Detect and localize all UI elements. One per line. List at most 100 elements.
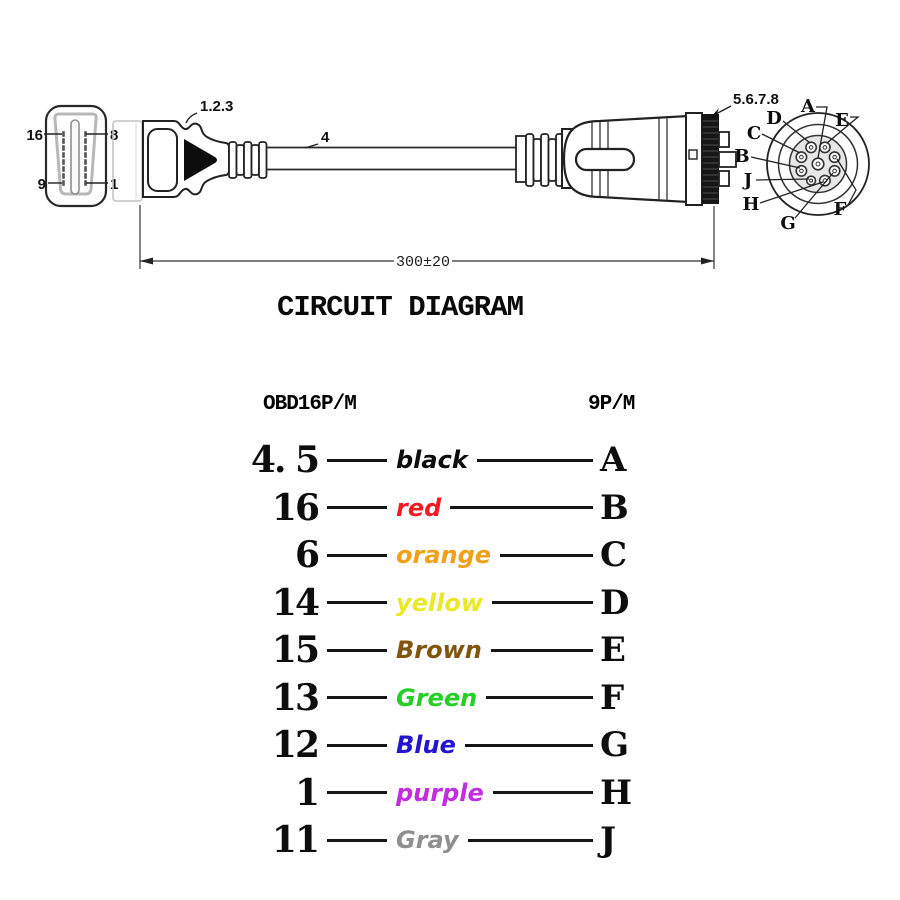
deutsch-pin-letter: H	[600, 772, 633, 813]
obd-pin-number: 11	[271, 819, 320, 861]
obd-pin-number: 14	[271, 581, 320, 624]
leader-cable	[304, 143, 319, 149]
left-column-header: OBD16P/M	[263, 393, 357, 416]
pin-letter-B: B	[734, 146, 749, 167]
obd-pins-callout: 1.2.3	[200, 98, 233, 115]
obd-pin-number: 6	[294, 534, 320, 576]
wiring-row: 11 Gray J	[240, 816, 616, 864]
wire-line-right	[476, 458, 593, 462]
j1939-rear-tabs	[718, 131, 737, 187]
obd-pin-number: 15	[271, 629, 320, 671]
obd16-pin-slots	[62, 131, 87, 186]
wire-line-left	[327, 553, 387, 557]
dimension-arrow-left	[140, 257, 153, 265]
wire-line-right	[490, 648, 593, 652]
round-pins-callout: 5.6.7.8	[733, 91, 779, 108]
obd-pin-number: 1	[294, 771, 320, 814]
deutsch-pin-letter: G	[600, 725, 630, 765]
face-pin-leaders	[750, 106, 860, 219]
obd16-face-inner-shell	[53, 112, 98, 196]
face-pins	[795, 141, 841, 187]
deutsch-pin-letter: J	[600, 820, 617, 860]
wire-color-label: Gray	[396, 826, 459, 854]
cable: 4	[266, 129, 518, 171]
dimension-arrow-right	[701, 257, 714, 265]
wire-line-right	[450, 506, 593, 509]
wiring-row: 15 Brown E	[240, 626, 626, 674]
dimension-value: 300±20	[396, 254, 450, 271]
wire-color-label: yellow	[396, 588, 484, 617]
obd-pin-number: 12	[271, 724, 320, 766]
wire-line-left	[327, 838, 387, 842]
j1939-side-view: 5.6.7.8	[515, 91, 779, 206]
obd16-face-view: 16 8 9 1	[26, 104, 118, 208]
leader-obd-pins	[185, 112, 198, 124]
deutsch-pin-letter: F	[600, 677, 625, 718]
wire-line-right	[492, 791, 593, 794]
right-column-header: 9P/M	[588, 393, 635, 416]
wire-color-label: black	[396, 446, 468, 474]
cable-technical-drawing: 16 8 9 1 1.2.3 4	[26, 91, 870, 271]
leader-round-pins-arrow	[710, 108, 719, 119]
wire: purple	[327, 781, 593, 805]
wire-color-label: red	[396, 493, 442, 522]
pin-letter-D: D	[766, 108, 782, 129]
j1939-knurl-texture	[703, 120, 718, 200]
wiring-row: 12 Blue G	[240, 721, 629, 769]
pin-letter-F: F	[834, 199, 847, 220]
wire: Blue	[327, 733, 593, 757]
deutsch-pin-letter: C	[600, 535, 628, 575]
deutsch-pin-letter: E	[600, 630, 626, 670]
wire-line-right	[486, 696, 593, 699]
wiring-row: 13 Green F	[240, 674, 624, 722]
wire-color-label: Green	[396, 683, 478, 712]
wire-line-right	[464, 743, 593, 747]
j1939-face-view: A D E C B J H G F	[734, 96, 870, 234]
wire-line-left	[327, 696, 387, 699]
wire-line-left	[327, 743, 387, 747]
wiring-row: 1 purple H	[240, 769, 632, 817]
obd-pin-number: 16	[271, 486, 320, 529]
obd16-housing-arrow-mark	[184, 139, 217, 181]
wire-line-right	[500, 553, 593, 557]
wire: red	[327, 496, 593, 520]
dimension-annotation: 300±20	[139, 205, 715, 271]
deutsch-pin-letter: A	[600, 440, 627, 480]
pin-letter-H: H	[742, 194, 759, 215]
obd16-housing-window	[147, 128, 178, 192]
wire-color-label: Blue	[396, 731, 456, 759]
obd16-pin9-label: 9	[38, 176, 46, 193]
wire-color-label: Brown	[396, 636, 482, 664]
j1939-cable-collar	[515, 135, 527, 183]
wire: black	[327, 448, 593, 472]
wire-line-left	[327, 601, 387, 604]
wire: yellow	[327, 591, 593, 615]
wiring-row: 14 yellow D	[240, 579, 630, 627]
pin-letter-J: J	[742, 170, 753, 191]
j1939-flange-latch	[688, 149, 698, 160]
wire-line-left	[327, 506, 387, 509]
wiring-row: 16 red B	[240, 484, 629, 532]
pin-letter-A: A	[800, 96, 816, 117]
obd16-pin16-label: 16	[26, 127, 43, 144]
wire-line-right	[492, 601, 593, 604]
pin-letter-C: C	[747, 123, 761, 144]
obd-pin-number: 4. 5	[250, 439, 320, 481]
obd-pin-number: 13	[271, 676, 320, 719]
obd16-pin1-label: 1	[110, 176, 118, 193]
page-title: CIRCUIT DIAGRAM	[276, 291, 524, 324]
wire-line-left	[327, 458, 387, 462]
wire: orange	[327, 543, 593, 567]
deutsch-pin-letter: D	[600, 582, 630, 623]
obd16-boot-ribs	[228, 141, 268, 179]
obd16-center-rib	[70, 119, 80, 195]
wire-line-left	[327, 791, 387, 794]
wire-line-left	[327, 648, 387, 652]
wire: Gray	[327, 828, 593, 852]
cable-callout: 4	[321, 129, 330, 146]
deutsch-pin-letter: B	[600, 487, 629, 528]
obd16-pin8-label: 8	[110, 127, 118, 144]
pin-letter-G: G	[780, 213, 795, 234]
wiring-row: 4. 5 black A	[240, 436, 627, 484]
